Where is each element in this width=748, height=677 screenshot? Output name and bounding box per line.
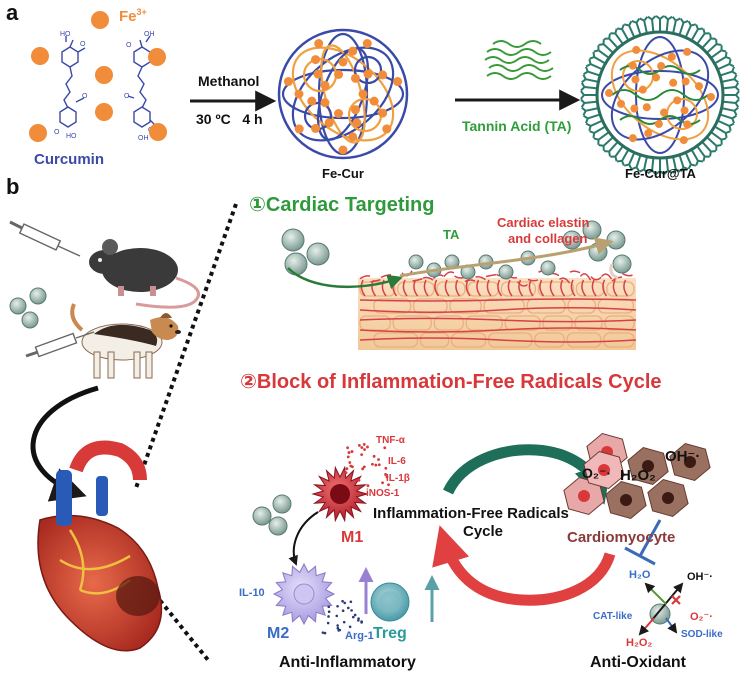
treg-cell [370,582,410,622]
nanoparticle [284,252,308,276]
sod-like-label: SOD-like [681,629,723,640]
nanozyme-o2-label: O₂⁻· [690,611,713,623]
cycle-label-line1: Inflammation-Free Radicals [373,505,569,522]
cat-like-label: CAT-like [593,611,633,622]
m2-label: M2 [267,625,290,642]
ta-label: TA [443,227,460,242]
arg1-dots [321,599,363,635]
cardiomyocyte-label: Cardiomyocyte [567,529,676,546]
svg-text:O: O [126,42,132,49]
elastin-label-line1: Cardiac elastin [497,215,590,230]
nanoparticle [306,242,330,266]
fe-cur-ta-label: Fe-Cur@TA [625,166,696,181]
fe-ion-symbol: Fe [119,8,137,25]
m2-macrophage [272,562,336,626]
nanozyme-h2o2-label: H₂O₂ [626,637,653,649]
nanoparticle [582,220,602,240]
anti-oxidant-label: Anti-Oxidant [590,654,686,671]
svg-text:OH: OH [144,31,155,38]
nanozyme-h2o-label: H₂O [629,569,651,581]
syringe-dog [25,331,95,358]
ros-h2o2-label: H₂O₂ [620,467,656,484]
panel-a-label: a [6,0,19,25]
svg-text:O: O [124,93,130,100]
nanoparticle [540,260,556,276]
ros-oh-label: OH⁻· [665,448,701,465]
nanozyme-oh-label: OH⁻· [687,571,713,583]
inhibition-marker [624,519,662,566]
mouse-illustration [89,239,200,309]
m1-to-m2-arrow [288,511,319,566]
heart-illustration [37,440,163,652]
m1-macrophage [311,465,369,523]
targeting-arrow-green [287,267,403,290]
methanol-label: Methanol [198,73,260,89]
cardiac-tissue [358,269,637,350]
cytokine-inos: iNOS-1 [366,488,400,499]
ros-o2-label: O₂⁻· [582,465,612,481]
cytokine-il6: IL-6 [388,456,406,467]
nanoparticle [606,230,626,250]
elastin-label-line2: and collagen [508,231,588,246]
curcumin-label: Curcumin [34,151,105,168]
nanoparticle [281,228,305,252]
cytokine-dots [344,442,390,488]
reaction-conditions-label: 30 ºC 4 h [196,111,263,127]
svg-text:O: O [54,129,60,136]
cytokine-tnf: TNF-α [376,435,405,446]
targeting-arrow-tan [399,237,614,278]
il10-label: IL-10 [239,587,265,599]
zoom-guide-lines [134,203,238,662]
nanoparticle [562,230,582,250]
svg-text:OH: OH [138,135,149,142]
cardiac-targeting-title: ①Cardiac Targeting [249,194,435,216]
fe-cur-nanoparticle [277,28,409,160]
nanoparticle [612,254,632,274]
cycle-arrow-red [432,525,616,606]
injected-nanoparticles [9,287,47,329]
tannin-acid-strands [484,40,554,80]
svg-text:O: O [80,41,86,48]
syringe-mouse [9,220,81,257]
dog-illustration [70,303,181,379]
fe-ion-label: Fe3+ [119,7,147,25]
cardiomyocyte-cells [563,432,711,520]
svg-text:HO: HO [60,31,71,38]
block-cycle-title: ②Block of Inflammation-Free Radicals Cyc… [240,371,662,393]
svg-text:O: O [82,93,88,100]
nanozyme-particle [638,582,684,636]
fe-cur-ta-nanoparticle [580,15,740,175]
m1-label: M1 [341,529,364,546]
cytokine-il1b: IL-1β [386,473,410,484]
targeting-nanoparticles [281,220,632,280]
fe-ions [29,11,167,142]
nanoparticle [498,264,514,280]
cycle-label-line2: Cycle [463,523,504,540]
svg-text:HO: HO [66,133,77,140]
treg-label: Treg [373,625,407,642]
fe-ion-charge: 3+ [136,7,147,17]
nanoparticle [408,254,424,270]
fe-cur-label: Fe-Cur [322,166,364,181]
m1-nanoparticles [252,494,292,536]
tannin-acid-label: Tannin Acid (TA) [462,118,572,134]
arg1-label: Arg-1 [345,630,374,642]
anti-inflammatory-label: Anti-Inflammatory [279,654,416,671]
panel-b-label: b [6,174,20,199]
